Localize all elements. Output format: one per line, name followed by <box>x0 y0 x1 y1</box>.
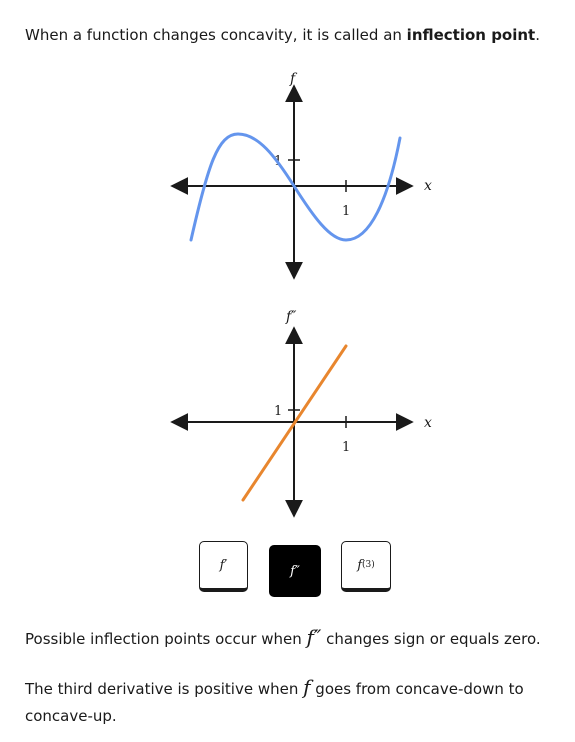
f-curve <box>189 132 402 242</box>
fpp-y-axis-label: f″ <box>285 309 297 325</box>
p2-math-fpp: f″ <box>306 625 322 649</box>
fpp-y-tick-label: 1 <box>274 404 282 419</box>
p3-before: The third derivative is positive when <box>25 680 304 698</box>
derivative-selector: f′ f″ f(3) <box>199 541 391 599</box>
intro-text: When a function changes concavity, it is… <box>25 26 407 44</box>
second-derivative-button[interactable]: f″ <box>269 545 321 597</box>
first-derivative-button[interactable]: f′ <box>199 541 248 592</box>
second-derivative-label: f″ <box>290 563 300 579</box>
p3-math-f: f <box>303 675 311 699</box>
f-plot: f x 1 1 <box>170 71 432 280</box>
inflection-point-term: inflection point <box>406 26 536 44</box>
f-x-axis-label: x <box>424 178 432 194</box>
f-x-tick-label: 1 <box>342 204 350 219</box>
p2-after: changes sign or equals zero. <box>321 630 541 648</box>
f-y-axis-label: f <box>289 71 298 87</box>
fpp-line <box>241 344 348 502</box>
p2-before: Possible inflection points occur when <box>25 630 307 648</box>
first-derivative-label: f′ <box>219 557 228 573</box>
intro-paragraph: When a function changes concavity, it is… <box>25 22 565 49</box>
f-second-derivative-plot: f″ x 1 1 <box>170 309 432 518</box>
intro-period: . <box>535 26 541 44</box>
fpp-x-tick-label: 1 <box>342 440 350 455</box>
inflection-condition-paragraph: Possible inflection points occur when f″… <box>25 624 565 653</box>
third-derivative-label-sup: (3) <box>362 560 375 570</box>
third-derivative-label-base: f <box>357 557 363 573</box>
p3-after: goes from concave-down to concave-up. <box>25 680 524 725</box>
third-derivative-paragraph: The third derivative is positive when f … <box>25 674 545 730</box>
fpp-x-axis-label: x <box>424 415 432 431</box>
third-derivative-button[interactable]: f(3) <box>341 541 391 592</box>
